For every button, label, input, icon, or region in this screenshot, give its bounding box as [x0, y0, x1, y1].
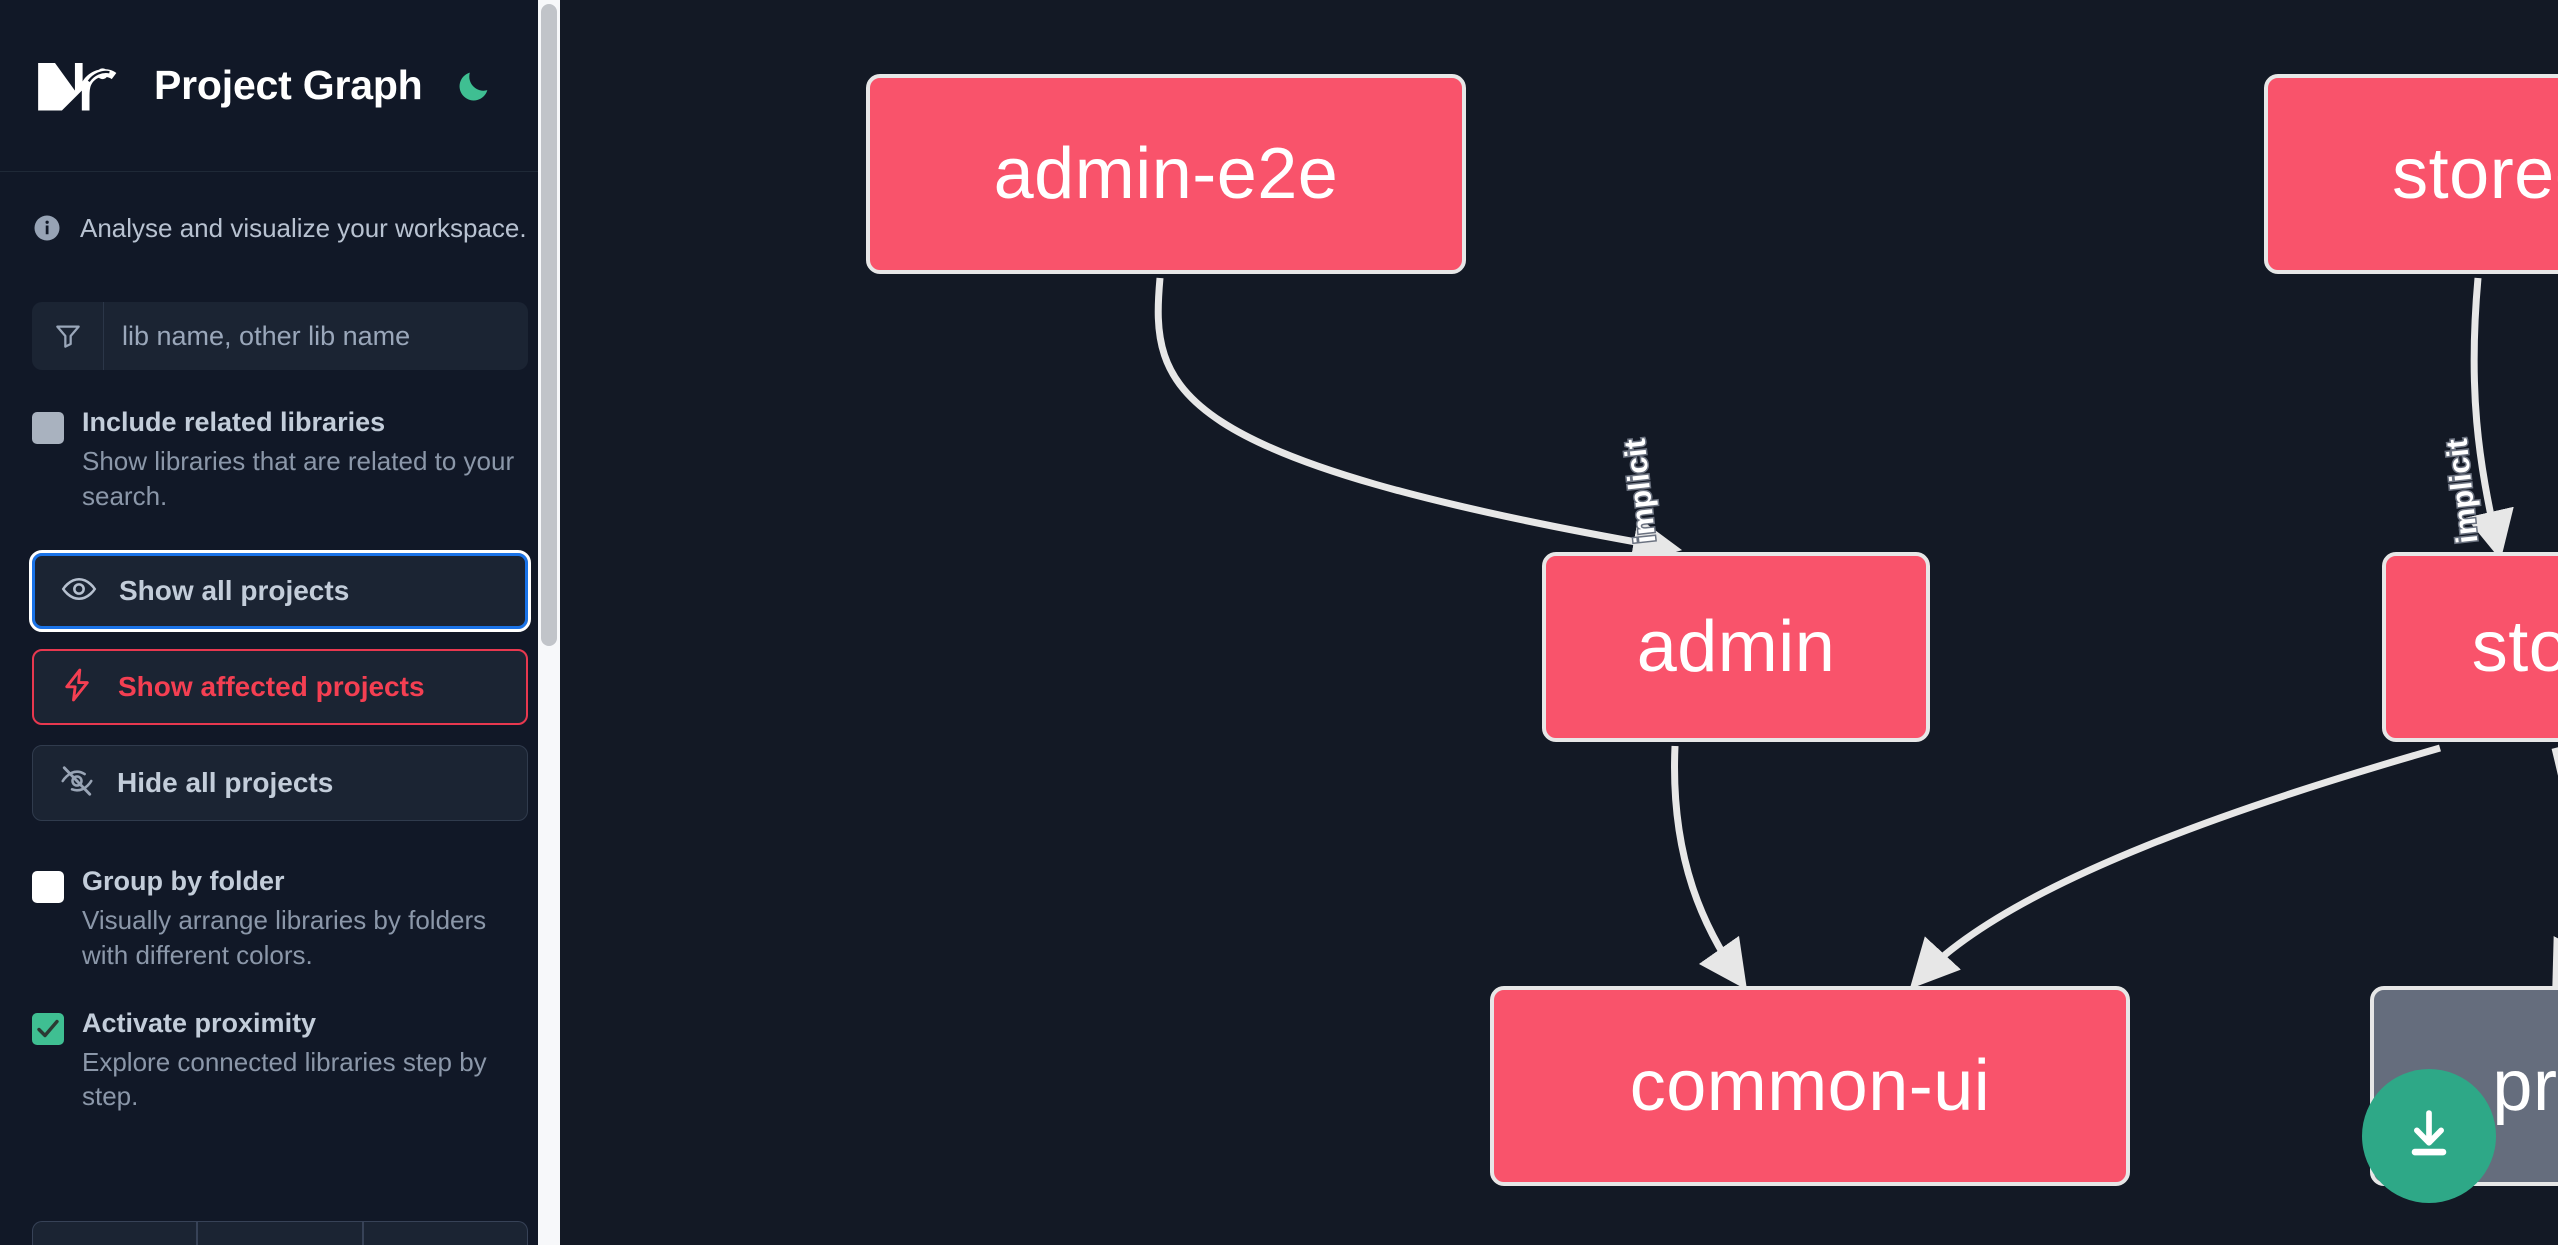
activate-proximity-checkbox[interactable] [32, 1012, 64, 1045]
node-label: common-ui [1629, 1046, 1991, 1126]
project-visibility-buttons: Show all projects Show affected projects [0, 550, 560, 822]
segment-1[interactable] [32, 1221, 198, 1245]
node-label: store-e2e [2392, 134, 2558, 214]
sidebar: Project Graph Analyse and visualize your… [0, 0, 560, 1245]
lightning-bolt-icon [60, 667, 96, 708]
page-title: Project Graph [154, 62, 423, 108]
filter-section [0, 302, 560, 370]
sidebar-header: Project Graph [0, 0, 560, 172]
graph-canvas[interactable]: implicit implicit admin-e2e store-e2e ad… [560, 0, 2558, 1245]
button-label: Show affected projects [118, 671, 425, 703]
checkbox-description: Visually arrange libraries by folders wi… [82, 905, 487, 970]
graph-node-admin-e2e[interactable]: admin-e2e [866, 74, 1466, 274]
checkbox-label: Include related libraries [82, 407, 386, 437]
graph-node-common-ui[interactable]: common-ui [1490, 986, 2130, 1186]
checkbox-description: Explore connected libraries step by step… [82, 1046, 487, 1112]
edge-admin-e2e-to-admin [1154, 277, 1683, 566]
edge-store-e2e-to-store [2465, 277, 2514, 560]
analyse-text: Analyse and visualize your workspace. [80, 212, 527, 243]
checkbox-label: Group by folder [82, 866, 285, 897]
checkbox-activate-proximity[interactable]: Activate proximity Explore connected lib… [0, 1007, 560, 1114]
segment-2[interactable] [197, 1221, 363, 1245]
download-button[interactable] [2362, 1069, 2496, 1203]
graph-node-store-e2e[interactable]: store-e2e [2264, 74, 2558, 274]
button-label: Show all projects [119, 575, 350, 607]
funnel-filter-icon [32, 302, 104, 370]
node-label: products [2492, 1046, 2558, 1126]
search-input[interactable] [104, 302, 528, 370]
download-icon [2398, 1104, 2460, 1169]
segment-3[interactable] [362, 1221, 528, 1245]
checkbox-label: Activate proximity [82, 1007, 317, 1038]
checkbox-include-related-libraries[interactable]: Include related libraries Show libraries… [0, 406, 560, 513]
graph-edges: implicit implicit [1154, 277, 2558, 991]
include-related-libraries-checkbox[interactable] [32, 412, 64, 444]
show-affected-projects-button[interactable]: Show affected projects [32, 649, 528, 726]
edge-admin-to-common-ui [1671, 745, 1748, 991]
edge-store-to-common-ui [1909, 744, 2441, 990]
edge-label-implicit-admin: implicit [1619, 437, 1663, 545]
node-label: admin [1636, 607, 1836, 687]
show-all-projects-button[interactable]: Show all projects [29, 550, 531, 633]
eye-off-icon [59, 763, 95, 804]
moon-icon[interactable] [451, 63, 497, 109]
filter-box[interactable] [32, 302, 528, 370]
nx-logo-icon [32, 55, 124, 117]
hide-all-projects-button[interactable]: Hide all projects [32, 745, 528, 822]
graph-node-store[interactable]: store [2382, 552, 2558, 742]
checkbox-description: Show libraries that are related to your … [82, 445, 515, 511]
node-label: admin-e2e [993, 134, 1339, 214]
button-label: Hide all projects [117, 767, 334, 799]
graph-node-admin[interactable]: admin [1542, 552, 1930, 742]
node-label: store [2471, 607, 2558, 687]
analyse-info-row: Analyse and visualize your workspace. [0, 172, 560, 284]
eye-icon [61, 571, 97, 612]
check-icon [37, 1019, 59, 1038]
segmented-control-peek[interactable] [32, 1221, 528, 1245]
sidebar-scrollbar-track[interactable] [538, 0, 560, 1245]
sidebar-scrollbar-thumb[interactable] [541, 4, 557, 646]
checkbox-group-by-folder[interactable]: Group by folder Visually arrange librari… [0, 865, 560, 972]
group-by-folder-checkbox[interactable] [32, 871, 64, 904]
info-icon [32, 213, 62, 243]
